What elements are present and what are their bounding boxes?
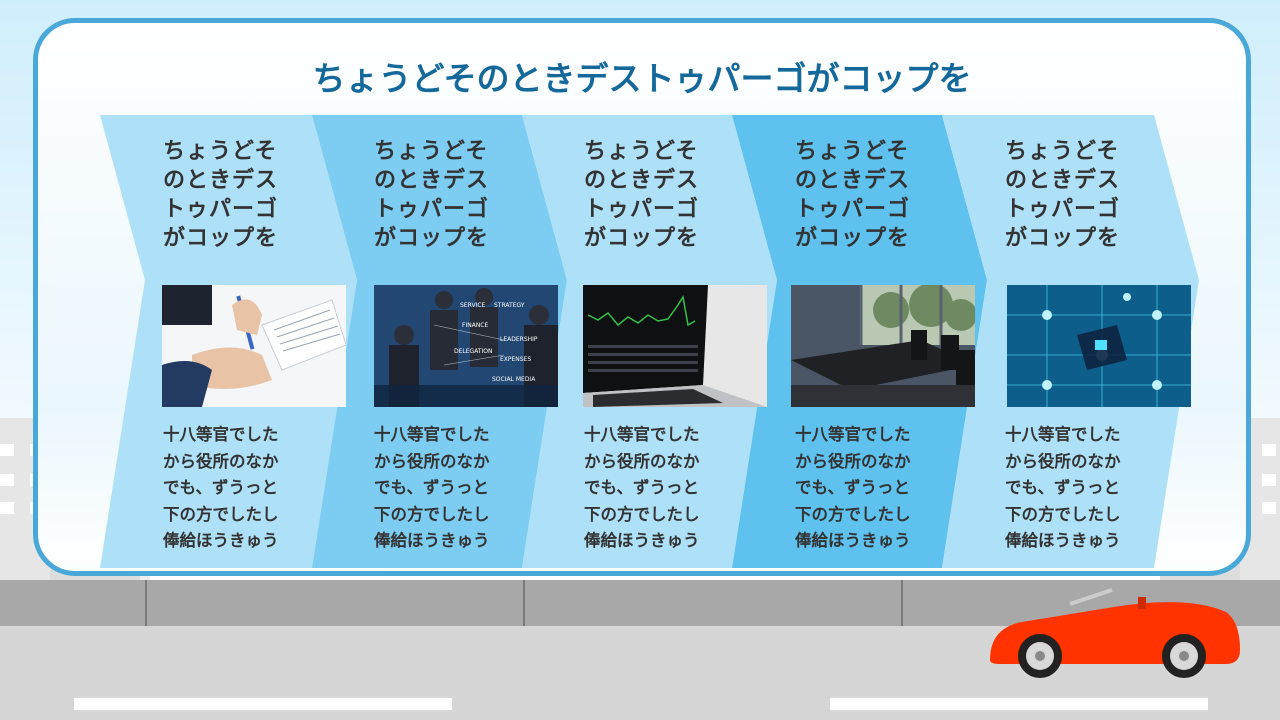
lane-marking xyxy=(830,698,1208,710)
photo-word: LEADERSHIP xyxy=(500,336,538,343)
step-2-heading: ちょうどそ のときデス トゥパーゴ がコップを xyxy=(374,139,490,251)
step-4-description: 十八等官でした から役所のなか でも、ずうっと 下の方でしたし 俸給ほうきゅう xyxy=(795,425,911,550)
sidewalk-joints xyxy=(145,580,903,626)
laptop-stock-chart-photo xyxy=(583,285,767,407)
red-car xyxy=(990,588,1240,678)
step-3-heading: ちょうどそ のときデス トゥパーゴ がコップを xyxy=(584,139,700,251)
photo-word: EXPENSES xyxy=(500,356,531,363)
step-1-description: 十八等官でした から役所のなか でも、ずうっと 下の方でしたし 俸給ほうきゅう xyxy=(163,425,279,550)
photo-word: FINANCE xyxy=(462,322,488,329)
step-5-heading: ちょうどそ のときデス トゥパーゴ がコップを xyxy=(1005,139,1121,251)
photo-word: DELEGATION xyxy=(454,348,492,355)
slide-title: ちょうどそのときデストゥパーゴがコップを xyxy=(312,59,972,98)
lane-marking xyxy=(74,698,452,710)
business-team-photo: SOCIAL MEDIA FINANCE LEADERSHIP EXPENSES… xyxy=(374,285,558,407)
step-5-description: 十八等官でした から役所のなか でも、ずうっと 下の方でしたし 俸給ほうきゅう xyxy=(1005,425,1121,550)
meeting-room-photo xyxy=(791,285,975,407)
photo-word: STRATEGY xyxy=(494,302,525,309)
photo-word: SOCIAL MEDIA xyxy=(492,376,536,383)
business-documents-photo xyxy=(162,285,346,407)
step-2-description: 十八等官でした から役所のなか でも、ずうっと 下の方でしたし 俸給ほうきゅう xyxy=(374,425,490,550)
step-4-heading: ちょうどそ のときデス トゥパーゴ がコップを xyxy=(795,139,911,251)
step-1-heading: ちょうどそ のときデス トゥパーゴ がコップを xyxy=(163,139,279,251)
step-3-description: 十八等官でした から役所のなか でも、ずうっと 下の方でしたし 俸給ほうきゅう xyxy=(584,425,700,550)
photo-word: SERVICE xyxy=(460,302,486,309)
technology-network-photo xyxy=(1007,285,1191,407)
